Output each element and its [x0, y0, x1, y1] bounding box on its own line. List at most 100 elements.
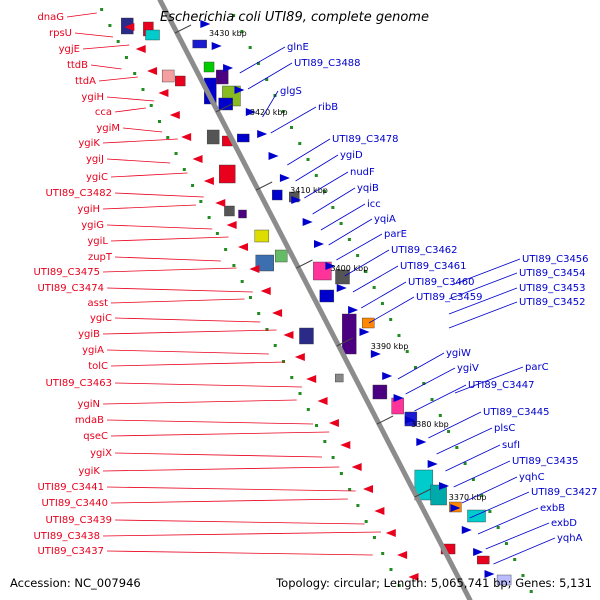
ring-dot [124, 56, 128, 59]
ring-dot [166, 136, 170, 139]
left-gene-label: asst [88, 298, 109, 309]
gene-arrow [223, 64, 234, 72]
gene-arrow [181, 133, 192, 141]
left-gene-label: ygiL [87, 236, 108, 247]
gene-arrow [306, 375, 317, 383]
tick-mark [174, 24, 192, 34]
left-gene-label: dnaG [37, 12, 64, 23]
right-gene-label: ygiD [340, 150, 363, 161]
right-gene-label: UTI89_C3452 [519, 297, 586, 308]
leader-line [102, 466, 340, 472]
genome-backbone [157, 0, 473, 600]
leader-line [336, 233, 383, 261]
leader-line [102, 138, 178, 144]
ring-dot [256, 62, 260, 65]
leader-line [106, 287, 253, 293]
leader-line [114, 192, 204, 198]
left-gene-label: tolC [88, 361, 108, 372]
ring-dot [389, 318, 393, 321]
leader-line [262, 90, 279, 118]
gene-feature [161, 69, 175, 83]
leader-line [98, 76, 138, 82]
leader-line [320, 203, 366, 231]
gene-arrow [124, 23, 135, 31]
leader-line [102, 267, 237, 273]
gene-feature [224, 205, 235, 217]
left-gene-label: ygiH [77, 204, 100, 215]
gene-arrow [397, 551, 408, 559]
right-gene-label: plsC [494, 423, 515, 434]
gene-arrow [215, 199, 226, 207]
gene-arrow [234, 86, 245, 94]
gene-arrow [427, 460, 438, 468]
gene-feature [206, 129, 220, 145]
ring-dot [496, 526, 500, 529]
leader-line [436, 427, 493, 455]
ring-dot [149, 104, 153, 107]
leader-line [454, 366, 524, 394]
right-gene-label: UTI89_C3460 [408, 277, 475, 288]
gene-feature [237, 133, 250, 143]
leader-line [114, 382, 302, 388]
gene-feature [467, 509, 486, 523]
ring-dot [438, 414, 442, 417]
gene-arrow [336, 284, 347, 292]
left-gene-label: ygiG [81, 220, 104, 231]
ring-dot [480, 494, 484, 497]
leader-line [106, 96, 155, 102]
ring-dot [199, 200, 203, 203]
left-gene-label: ygiC [86, 172, 108, 183]
ring-dot [108, 24, 112, 27]
ring-dot [397, 334, 401, 337]
leader-line [448, 301, 518, 329]
gene-arrow [317, 397, 328, 405]
gene-arrow [348, 306, 359, 314]
ring-dot [339, 222, 343, 225]
tick-mark [376, 415, 394, 425]
ring-dot [257, 312, 261, 315]
right-gene-label: glnE [287, 42, 309, 53]
leader-line [102, 204, 197, 210]
leader-line [295, 154, 339, 182]
tick-label: 3420 kbp [250, 108, 288, 117]
leader-line [247, 62, 293, 90]
ring-dot [521, 574, 525, 577]
ring-dot [447, 430, 451, 433]
left-gene-label: ygiK [78, 466, 100, 477]
gene-arrow [382, 372, 393, 380]
gene-feature [254, 229, 270, 243]
gene-arrow [351, 463, 362, 471]
right-gene-label: sufI [502, 440, 520, 451]
tick-label: 3400 kbp [330, 264, 368, 273]
right-gene-label: ygiW [446, 348, 471, 359]
right-gene-label: icc [367, 199, 381, 210]
gene-arrow [408, 573, 419, 581]
ring-dot [290, 126, 293, 129]
gene-arrow [340, 441, 351, 449]
ring-dot [133, 72, 137, 75]
right-gene-label: UTI89_C3461 [400, 261, 467, 272]
ring-dot [215, 232, 219, 235]
left-gene-label: UTI89_C3441 [37, 482, 104, 493]
right-gene-label: UTI89_C3454 [519, 268, 586, 279]
ring-dot [282, 360, 285, 363]
gene-arrow [226, 221, 237, 229]
ring-dot [331, 456, 335, 459]
leader-line [102, 399, 297, 405]
left-gene-label: UTI89_C3475 [33, 267, 100, 278]
gene-feature [219, 164, 236, 184]
ring-dot [224, 248, 228, 251]
leader-line [106, 349, 269, 355]
right-gene-label: yqhC [519, 472, 545, 483]
leader-line [114, 452, 323, 458]
ring-dot [356, 504, 360, 507]
ring-dot [339, 472, 343, 475]
gene-arrow [192, 155, 203, 163]
leader-line [453, 460, 511, 488]
gene-arrow [257, 130, 268, 138]
leader-line [328, 218, 373, 246]
ring-dot [430, 398, 434, 401]
gene-arrow [291, 196, 302, 204]
right-gene-label: UTI89_C3435 [512, 456, 579, 467]
gene-arrow [279, 174, 290, 182]
